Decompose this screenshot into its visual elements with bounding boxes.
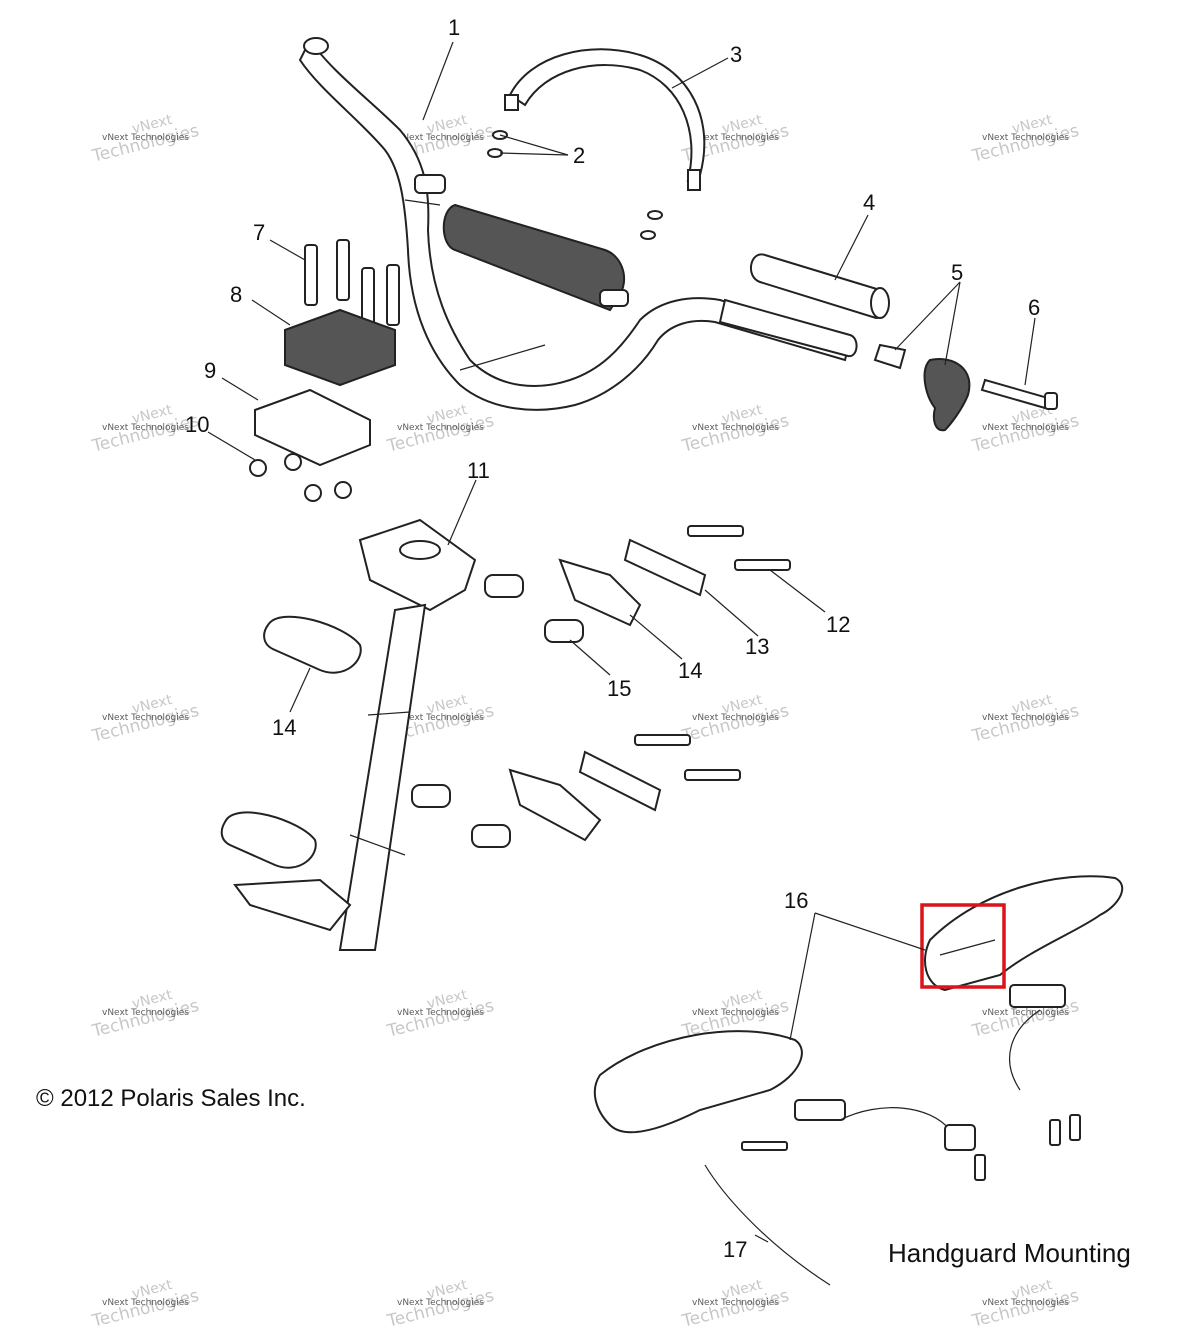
callout-13: 13 [745,634,769,659]
watermark-text: vNext Technologies [982,1008,1069,1018]
callout-6: 6 [1028,295,1040,320]
callout-4: 4 [863,190,875,215]
watermark-text: vNext Technologies [692,423,779,433]
callout-1: 1 [448,15,460,40]
watermark-text: vNext Technologies [102,133,189,143]
watermark-text: vNext Technologies [982,133,1069,143]
callout-10: 10 [185,412,209,437]
clamp-base-part-9 [254,388,371,467]
clamp-top-part-8 [284,308,396,387]
watermark-text: vNext Technologies [102,1298,189,1308]
watermark-text: vNext Technologies [982,423,1069,433]
callout-2: 2 [573,143,585,168]
callout-8: 8 [230,282,242,307]
watermark-text: vNext Technologies [102,713,189,723]
watermark-text: vNext Technologies [692,1008,779,1018]
handguard-caption: Handguard Mounting [888,1238,1131,1268]
callout-7: 7 [253,220,265,245]
bolt-part-6 [980,378,1058,410]
crossbar-pad [414,174,629,312]
watermark-text: vNext Technologies [397,423,484,433]
callout-12: 12 [826,612,850,637]
bolts-part-7 [304,239,400,329]
watermark-text: vNext Technologies [397,1298,484,1308]
watermark-text: vNext Technologies [397,133,484,143]
nuts-part-10 [249,453,352,502]
watermark-text: vNext Technologies [102,1008,189,1018]
watermark-text: vNext Technologies [397,1008,484,1018]
callout-17: 17 [723,1237,747,1262]
handguard-right-part-16 [924,875,1124,1146]
watermark-text: vNext Technologies [692,713,779,723]
handguard-left-part-17 [593,1030,986,1181]
clamps-part-14-left [220,615,362,869]
watermark-text: vNext Technologies [692,133,779,143]
mounts-right [411,525,791,848]
watermark-text: vNext Technologies [692,1298,779,1308]
handlebar-part-1 [298,37,852,411]
callout-14-right: 14 [678,658,702,683]
callout-15: 15 [607,676,631,701]
callout-5: 5 [951,260,963,285]
watermark-text: vNext Technologies [982,713,1069,723]
throttle-part-5 [873,343,971,432]
callout-3: 3 [730,42,742,67]
callout-16: 16 [784,888,808,913]
bar-pad-part-3 [504,48,706,191]
leader-lines [207,41,1036,1286]
grip-part-4 [718,253,890,358]
callout-11: 11 [467,458,490,483]
watermark-text: vNext Technologies [982,1298,1069,1308]
highlight-box [920,903,1006,989]
callout-9: 9 [204,358,216,383]
watermark-text: vNext Technologies [397,713,484,723]
watermark-text: vNext Technologies [102,423,189,433]
copyright-text: © 2012 Polaris Sales Inc. [36,1085,306,1112]
steering-post-part-11 [233,518,477,951]
callout-14-left: 14 [272,715,296,740]
